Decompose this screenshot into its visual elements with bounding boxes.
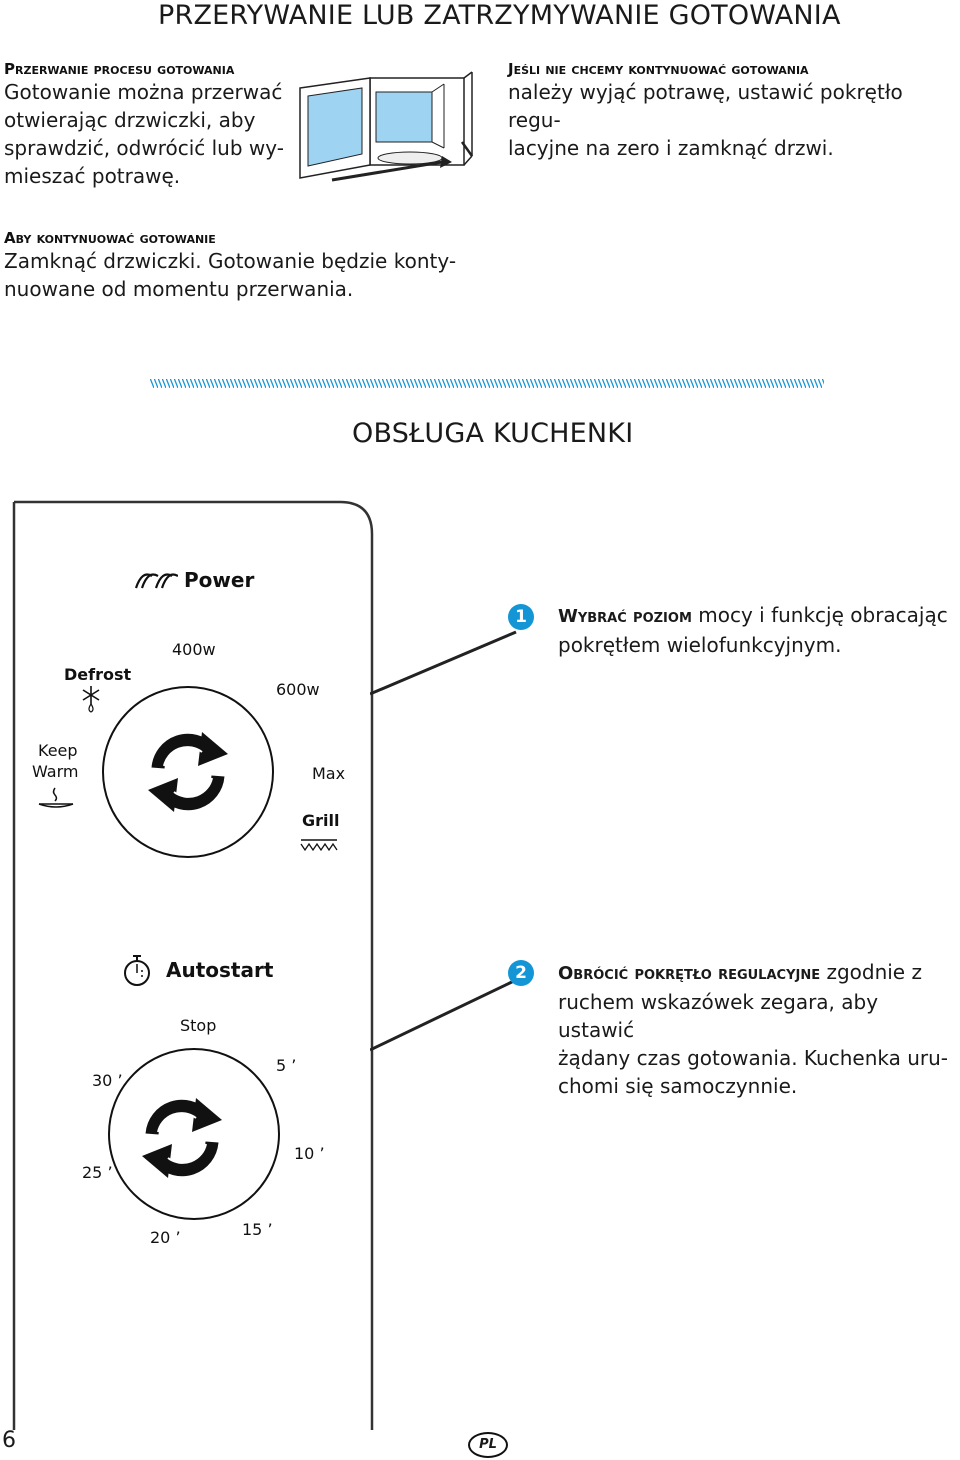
timer-clock-icon [124, 955, 150, 986]
step-2-heading: Obrócić pokrętło regulacyjne [558, 963, 821, 984]
text-line: mieszać potrawę. [4, 164, 181, 188]
step-1-heading: Wybrać poziom [558, 606, 692, 627]
timer-10-label: 10 ’ [294, 1144, 325, 1163]
page-number: 6 [2, 1428, 16, 1453]
language-badge: PL [468, 1432, 508, 1458]
keep-warm-label-line2: Warm [32, 762, 79, 781]
timer-stop-label: Stop [180, 1016, 217, 1035]
section-heading: Aby kontynuować gotowanie [4, 229, 216, 247]
leader-lines [370, 630, 517, 1052]
text-line: nuowane od momentu przerwania. [4, 277, 354, 301]
hatched-divider [150, 379, 824, 388]
text-line: pokrętłem wielofunkcyjnym. [558, 633, 842, 657]
defrost-label: Defrost [64, 665, 132, 684]
text-line: Gotowanie można przerwać [4, 80, 283, 104]
keep-warm-plate-icon [38, 787, 74, 808]
microwave-waves-icon [134, 573, 178, 589]
grill-heater-icon [300, 839, 338, 852]
text-line: zgodnie z [826, 960, 922, 984]
power-title: Power [184, 568, 255, 592]
section-stop: Jeśli nie chcemy kontynuować gotowania n… [508, 60, 958, 162]
power-400w-label: 400w [172, 640, 216, 659]
timer-15-label: 15 ’ [242, 1220, 273, 1239]
text-line: lacyjne na zero i zamknąć drzwi. [508, 136, 834, 160]
timer-30-label: 30 ’ [92, 1071, 123, 1090]
keep-warm-label-line1: Keep [38, 741, 78, 760]
section-interrupt: Przerwanie procesu gotowania Gotowanie m… [4, 60, 294, 190]
leader-line-step1 [370, 630, 517, 696]
timer-20-label: 20 ’ [150, 1228, 181, 1247]
step-1-text: Wybrać poziom mocy i funkcję obracając p… [558, 601, 958, 659]
section-heading: Przerwanie procesu gotowania [4, 60, 235, 78]
power-dial-knob[interactable] [100, 684, 276, 860]
timer-25-label: 25 ’ [82, 1163, 113, 1182]
rotate-arrows-icon [142, 1098, 222, 1178]
open-microwave-illustration [299, 71, 474, 182]
text-line: należy wyjąć potrawę, ustawić pokrętło r… [508, 80, 903, 132]
text-line: chomi się samoczynnie. [558, 1074, 798, 1098]
timer-dial-knob[interactable] [106, 1046, 282, 1222]
text-line: sprawdzić, odwrócić lub wy- [4, 136, 284, 160]
section-title: OBSŁUGA KUCHENKI [352, 418, 634, 449]
section-heading: Jeśli nie chcemy kontynuować gotowania [508, 60, 809, 78]
text-line: mocy i funkcję obracając [698, 603, 948, 627]
text-line: żądany czas gotowania. Kuchenka uru- [558, 1046, 949, 1070]
step-2-text: Obrócić pokrętło regulacyjne zgodnie z r… [558, 958, 958, 1100]
text-line: otwierając drzwiczki, aby [4, 108, 256, 132]
text-line: Zamknąć drzwiczki. Gotowanie będzie kont… [4, 249, 457, 273]
snowflake-icon [82, 686, 100, 713]
section-continue: Aby kontynuować gotowanie Zamknąć drzwic… [4, 229, 474, 303]
page-title: PRZERYWANIE LUB ZATRZYMYWANIE GOTOWANIA [158, 0, 841, 31]
timer-5-label: 5 ’ [276, 1056, 297, 1075]
autostart-title: Autostart [166, 958, 274, 982]
text-line: Obrócić pokrętło regulacyjne zgodnie z [558, 958, 958, 988]
power-600w-label: 600w [276, 680, 320, 699]
step-number-badge: 1 [508, 604, 534, 630]
max-label: Max [312, 764, 346, 783]
section-text: Zamknąć drzwiczki. Gotowanie będzie kont… [4, 247, 474, 303]
text-line: Wybrać poziom mocy i funkcję obracając [558, 601, 958, 631]
rotate-arrows-icon [148, 732, 228, 812]
leader-line-step2 [370, 978, 517, 1052]
step-number-badge: 2 [508, 960, 534, 986]
section-text: należy wyjąć potrawę, ustawić pokrętło r… [508, 78, 958, 162]
section-text: Gotowanie można przerwać otwierając drzw… [4, 78, 294, 190]
control-panel-outline [12, 500, 374, 1430]
grill-label: Grill [302, 811, 340, 830]
text-line: ruchem wskazówek zegara, aby ustawić [558, 990, 879, 1042]
